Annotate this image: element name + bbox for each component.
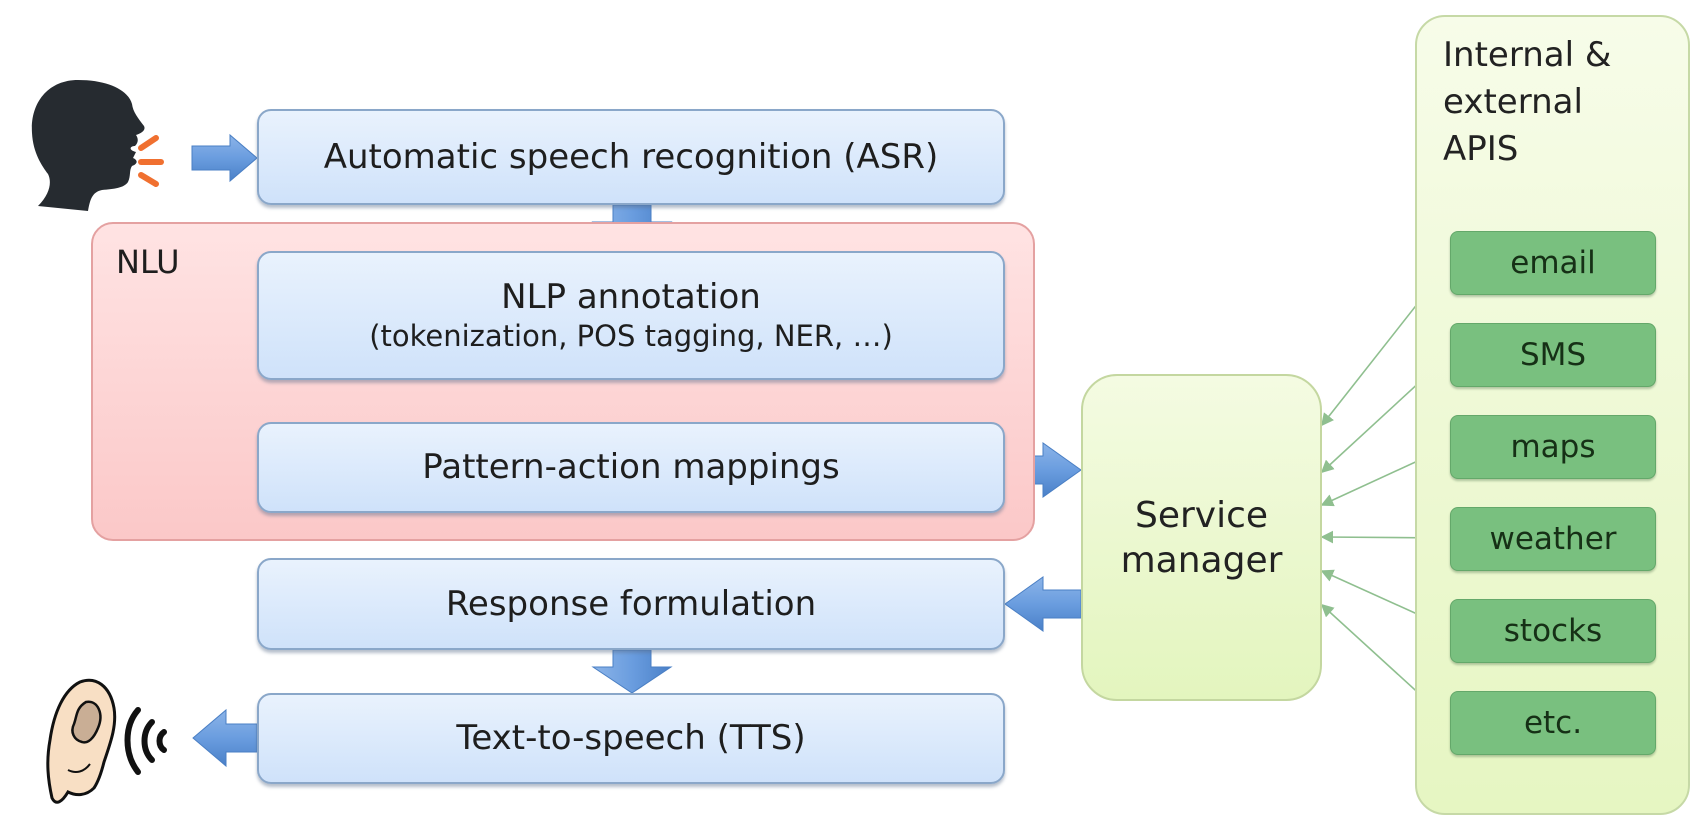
api-item-weather: weather [1450,507,1656,571]
ear-listening-icon [46,678,167,804]
service-manager-line1: Service [1134,494,1269,536]
apis-title: Internal & external APIS [1443,32,1611,173]
response-formulation-label: Response formulation [445,583,817,624]
apis-title-line: APIS [1443,128,1519,169]
arrow-response-to-tts [591,649,673,694]
asr-label: Automatic speech recognition (ASR) [323,136,939,177]
tts-box: Text-to-speech (TTS) [257,693,1005,784]
api-item-sms: SMS [1450,323,1656,387]
arrow-tts-to-ear [192,708,258,768]
api-item-label: weather [1489,521,1617,557]
service-manager-line2: manager [1120,539,1283,581]
tts-label: Text-to-speech (TTS) [456,718,806,759]
apis-title-line: Internal & [1443,35,1612,75]
api-item-label: email [1510,245,1596,281]
api-item-label: stocks [1503,613,1603,649]
api-item-etc: etc. [1450,691,1656,755]
nlu-label: NLU [116,243,180,281]
speaking-head-icon [31,80,164,211]
pattern-action-label: Pattern-action mappings [422,447,840,488]
api-item-stocks: stocks [1450,599,1656,663]
pattern-action-box: Pattern-action mappings [257,422,1005,513]
api-item-label: SMS [1519,337,1587,373]
service-manager-box: Service manager [1081,374,1322,701]
asr-box: Automatic speech recognition (ASR) [257,109,1005,205]
apis-title-line: external [1443,81,1583,122]
arrow-service-manager-to-response [1004,576,1082,632]
api-item-label: maps [1510,429,1596,465]
nlp-annotation-subtitle: (tokenization, POS tagging, NER, …) [369,318,893,353]
nlp-annotation-title: NLP annotation [501,276,761,317]
api-item-maps: maps [1450,415,1656,479]
arrow-speech-to-asr [191,133,258,183]
api-item-label: etc. [1523,705,1583,741]
api-item-email: email [1450,231,1656,295]
nlp-annotation-box: NLP annotation (tokenization, POS taggin… [257,251,1005,380]
response-formulation-box: Response formulation [257,558,1005,650]
